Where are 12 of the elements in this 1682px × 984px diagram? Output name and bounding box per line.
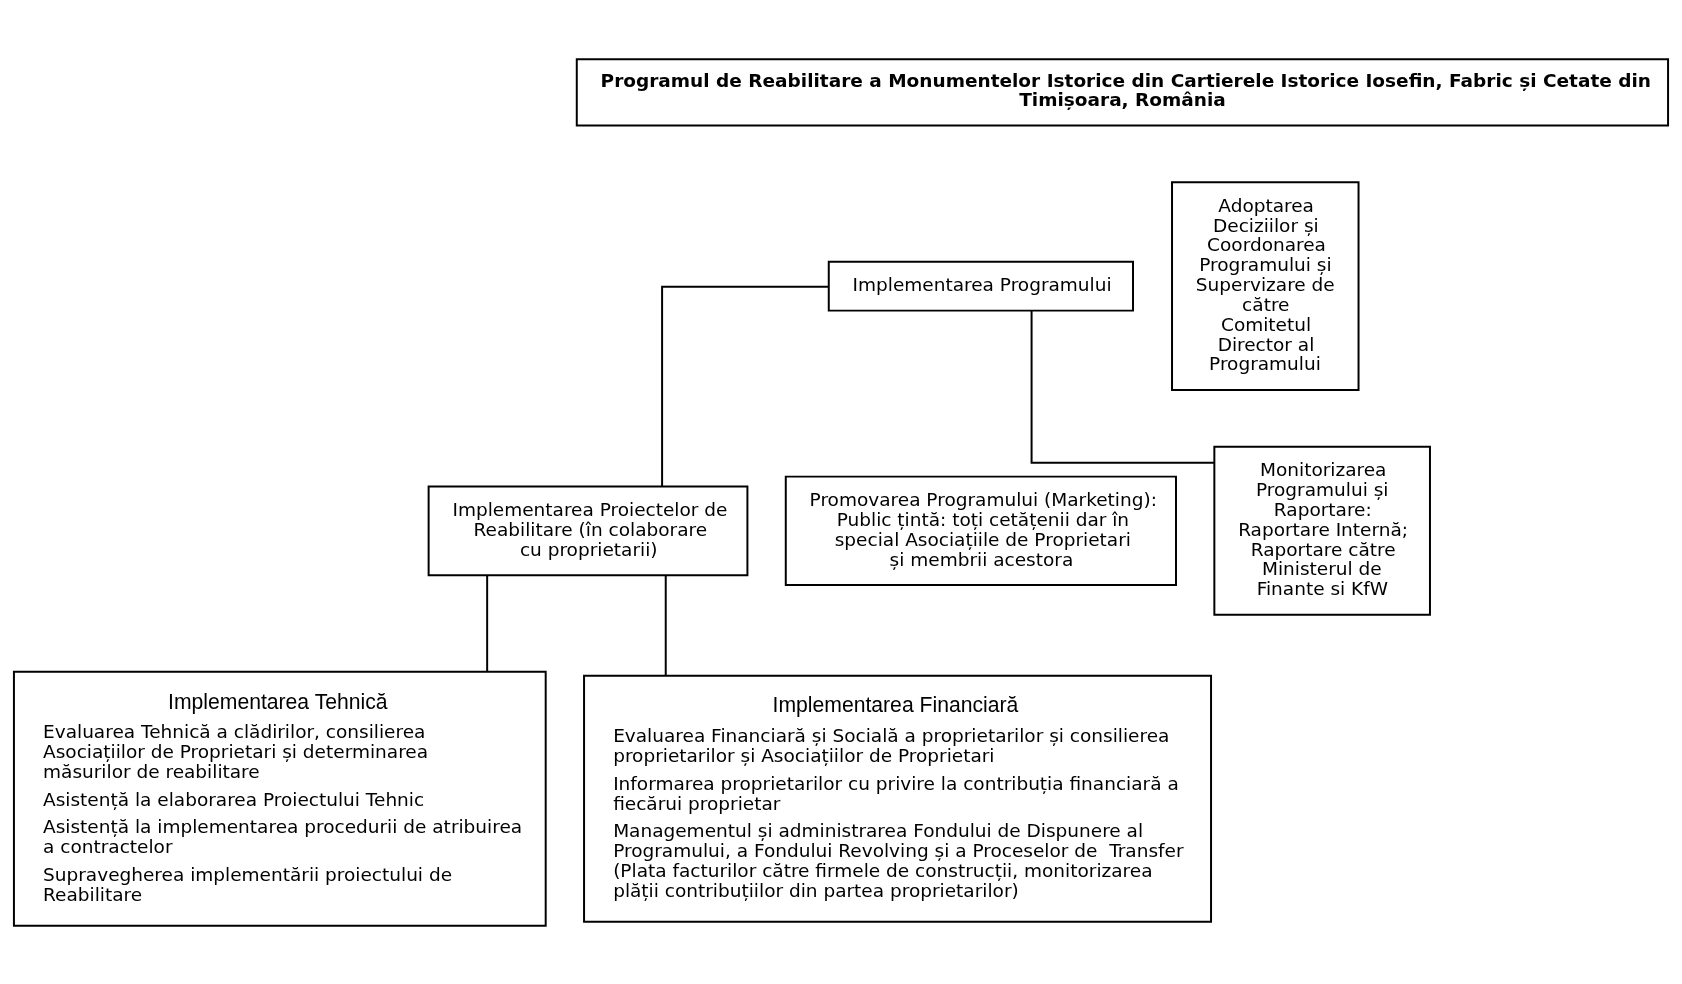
node-box: Implementarea Tehnică Evaluarea Tehnică a clădirilor, consilierea Asociațiilor de Proprietari și determinarea măsurilor de reabilitare Asistență la elaborarea Proiectului Tehnic Asistență la implementarea procedurii de atribuirea a contractelor Supravegherea implementării proiectului de Reabilitare: [12, 670, 547, 927]
node-box: Implementarea Financiară Evaluarea Financiară și Socială a proprietarilor și consilierea proprietarilor și Asociațiilor de Proprietari Informarea proprietarilor cu privire la contribuția financiară a fiecărui proprietar Managementul și administrarea Fondului de Dispunere al Programului, a Fondului Revolving și a Proceselor de Transfer (Plata facturilor către firmele de construcții, monitorizarea plății contribuțiilor din partea proprietarilor): [583, 674, 1213, 923]
connector: [486, 574, 489, 673]
connector: [1030, 309, 1215, 464]
connector: [661, 285, 830, 487]
node-box: Programul de Reabilitare a Monumentelor Istorice din Cartierele Istorice Iosefin, Fabric și Cetate din Timișoara, România: [575, 57, 1670, 126]
node-box: Implementarea Proiectelor de Reabilitare (în colaborare cu proprietarii): [427, 485, 749, 576]
node-box: Implementarea Programului: [827, 260, 1134, 312]
node-box: Monitorizarea Programului și Raportare: Raportare Internă; Raportare către Ministerul de Finante si KfW: [1213, 445, 1431, 616]
node-box: Adoptarea Deciziilor și Coordonarea Programului și Supervizare de către Comitetul Director al Programului: [1171, 180, 1360, 391]
node-box: Promovarea Programului (Marketing): Public țintă: toți cetățenii dar în special Asociațiile de Proprietari și membrii acestora: [784, 475, 1177, 586]
connector: [664, 574, 667, 676]
